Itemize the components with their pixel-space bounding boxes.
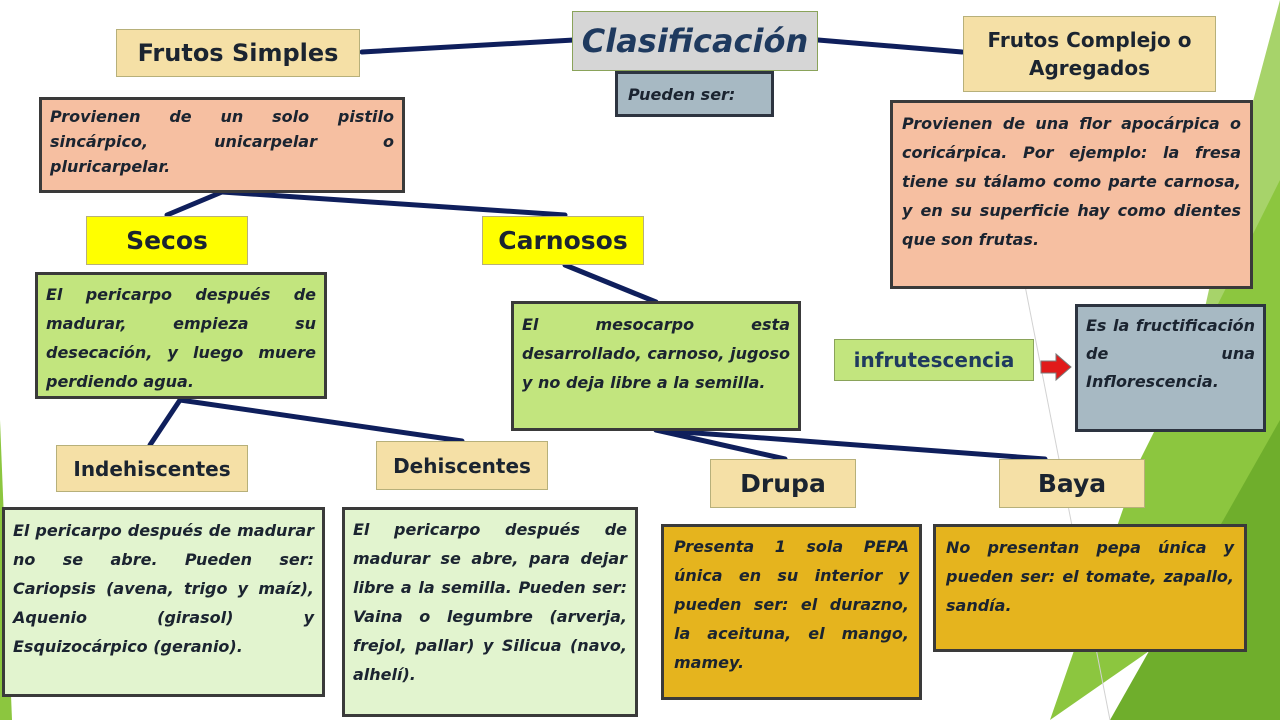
secos-label-box: Secos (86, 216, 248, 265)
carnosos-label: Carnosos (498, 226, 628, 255)
connector-group (147, 37, 1048, 462)
connector-carnosos-drupa (653, 427, 788, 462)
right-arrow-icon-shape (1040, 352, 1072, 382)
drupa-desc-box: Presenta 1 sola PEPA única en su interio… (661, 524, 922, 700)
infrutescencia-desc-box: Es la fructificación de una Inflorescenc… (1075, 304, 1266, 432)
connector-secos-indehiscentes (147, 397, 183, 448)
title-box: Clasificación (572, 11, 818, 71)
connector-carnosos-baya (653, 427, 1048, 462)
connector-simples-carnosos (219, 189, 568, 218)
right-arrow-icon (1040, 352, 1072, 382)
complejos-desc-box: Provienen de una flor apocárpica o coric… (890, 100, 1253, 289)
complejos-label: Frutos Complejo o Agregados (987, 28, 1192, 80)
baya-label: Baya (1037, 469, 1107, 498)
simples-label-box: Frutos Simples (116, 29, 360, 77)
drupa-desc: Presenta 1 sola PEPA única en su interio… (674, 537, 909, 672)
indehiscentes-desc-box: El pericarpo después de madurar no se ab… (2, 507, 325, 697)
indehiscentes-label-box: Indehiscentes (56, 445, 248, 492)
simples-desc: Provienen de un solo pistilo sincárpico,… (50, 107, 394, 176)
secos-desc: El pericarpo después de madurar, empieza… (46, 285, 316, 391)
infrutescencia-label: infrutescencia (853, 348, 1015, 372)
dehiscentes-desc-box: El pericarpo después de madurar se abre,… (342, 507, 638, 717)
dehiscentes-label-box: Dehiscentes (376, 441, 548, 490)
drupa-label: Drupa (740, 469, 826, 498)
carnosos-desc-box: El mesocarpo esta desarrollado, carnoso,… (511, 301, 801, 431)
connector-title-simples (359, 37, 577, 55)
complejos-desc: Provienen de una flor apocárpica o coric… (902, 114, 1241, 249)
baya-desc: No presentan pepa única y pueden ser: el… (946, 538, 1234, 615)
indehiscentes-label: Indehiscentes (73, 456, 231, 481)
infrutescencia-label-box: infrutescencia (834, 339, 1034, 381)
baya-desc-box: No presentan pepa única y pueden ser: el… (933, 524, 1247, 652)
connector-title-complejos (815, 37, 965, 55)
secos-desc-box: El pericarpo después de madurar, empieza… (35, 272, 327, 399)
simples-desc-box: Provienen de un solo pistilo sincárpico,… (39, 97, 405, 193)
baya-label-box: Baya (999, 459, 1145, 508)
subtitle-box: Pueden ser: (615, 71, 774, 117)
dehiscentes-label: Dehiscentes (393, 453, 531, 478)
indehiscentes-desc: El pericarpo después de madurar no se ab… (13, 521, 314, 656)
dehiscentes-desc: El pericarpo después de madurar se abre,… (353, 520, 627, 684)
carnosos-desc: El mesocarpo esta desarrollado, carnoso,… (522, 315, 790, 392)
carnosos-label-box: Carnosos (482, 216, 644, 265)
infrutescencia-desc: Es la fructificación de una Inflorescenc… (1086, 316, 1255, 391)
connector-secos-dehiscentes (177, 397, 465, 444)
connector-simples-secos (164, 189, 225, 218)
simples-label: Frutos Simples (137, 39, 339, 67)
title-text: Clasificación (581, 22, 809, 60)
complejos-label-box: Frutos Complejo o Agregados (963, 16, 1216, 92)
secos-label: Secos (126, 226, 208, 255)
subtitle-text: Pueden ser: (628, 84, 736, 104)
connector-carnosos-desc (562, 262, 659, 305)
drupa-label-box: Drupa (710, 459, 856, 508)
